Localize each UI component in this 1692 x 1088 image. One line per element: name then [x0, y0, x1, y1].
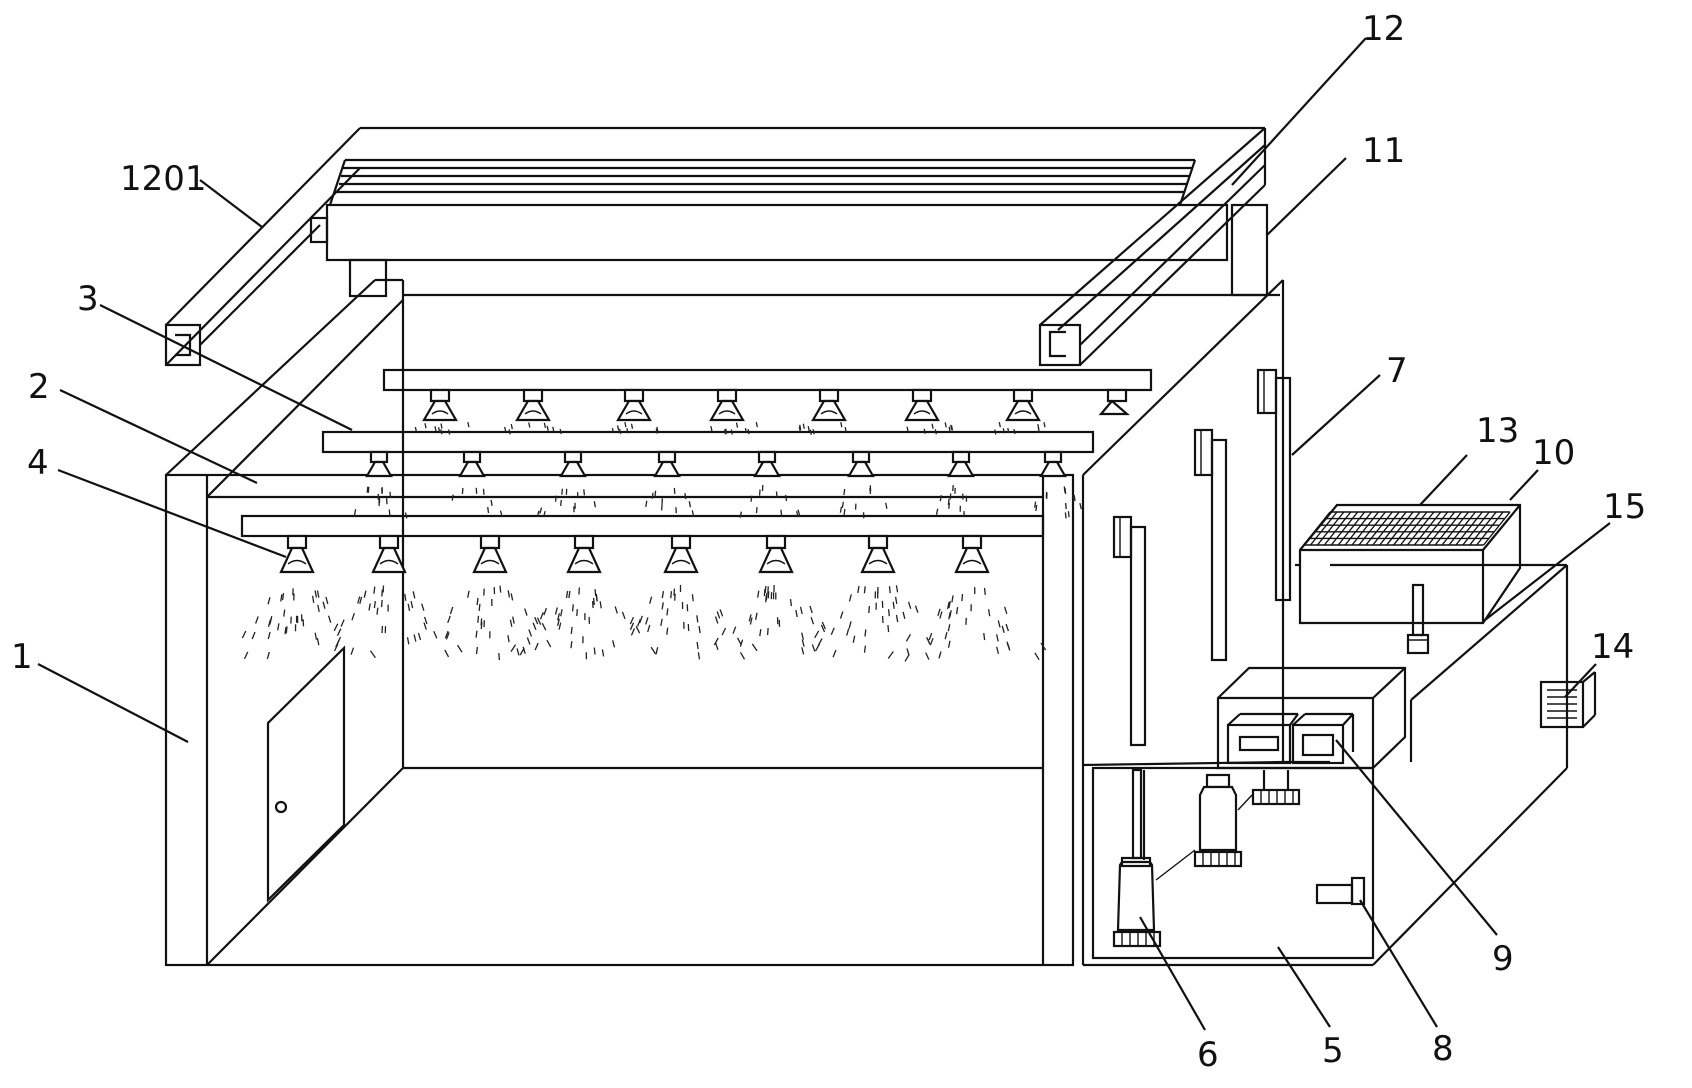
nozzles-middle [367, 452, 1065, 476]
label-1: 1 [11, 637, 33, 677]
label-9: 9 [1492, 939, 1514, 979]
label-6: 6 [1197, 1035, 1219, 1075]
gantry-beam [311, 160, 1267, 296]
label-4: 4 [27, 443, 49, 483]
pipe-vertical-1 [1114, 517, 1145, 745]
equipment-housing [1083, 565, 1567, 965]
label-8: 8 [1432, 1029, 1454, 1069]
pump-upper [1195, 775, 1252, 866]
label-2: 2 [28, 367, 50, 407]
chamber-main [166, 280, 1283, 965]
label-11: 11 [1362, 131, 1405, 171]
spray-bar-front [242, 516, 1043, 536]
top-rail-frame [166, 128, 1265, 365]
label-1201: 1201 [120, 159, 207, 199]
sensor [1317, 878, 1364, 904]
label-7: 7 [1386, 351, 1408, 391]
label-10: 10 [1532, 433, 1575, 473]
pump-lower [1114, 770, 1195, 946]
pipe-vertical-2 [1195, 430, 1226, 660]
label-13: 13 [1476, 411, 1519, 451]
door [268, 648, 344, 900]
label-14: 14 [1591, 627, 1634, 667]
outlet-pipe [1408, 585, 1428, 653]
pipe-fitting [1253, 770, 1299, 804]
filter-mesh [1304, 512, 1510, 545]
label-5: 5 [1322, 1031, 1344, 1071]
nozzles-front [281, 536, 988, 572]
spray-bar-middle [323, 432, 1093, 452]
controller-unit [1218, 668, 1405, 768]
label-3: 3 [77, 279, 99, 319]
nozzles-back [424, 390, 1127, 420]
label-12: 12 [1362, 9, 1405, 49]
pipe-vertical-3 [1258, 370, 1290, 600]
label-15: 15 [1603, 487, 1646, 527]
spray-bar-back [384, 370, 1151, 390]
